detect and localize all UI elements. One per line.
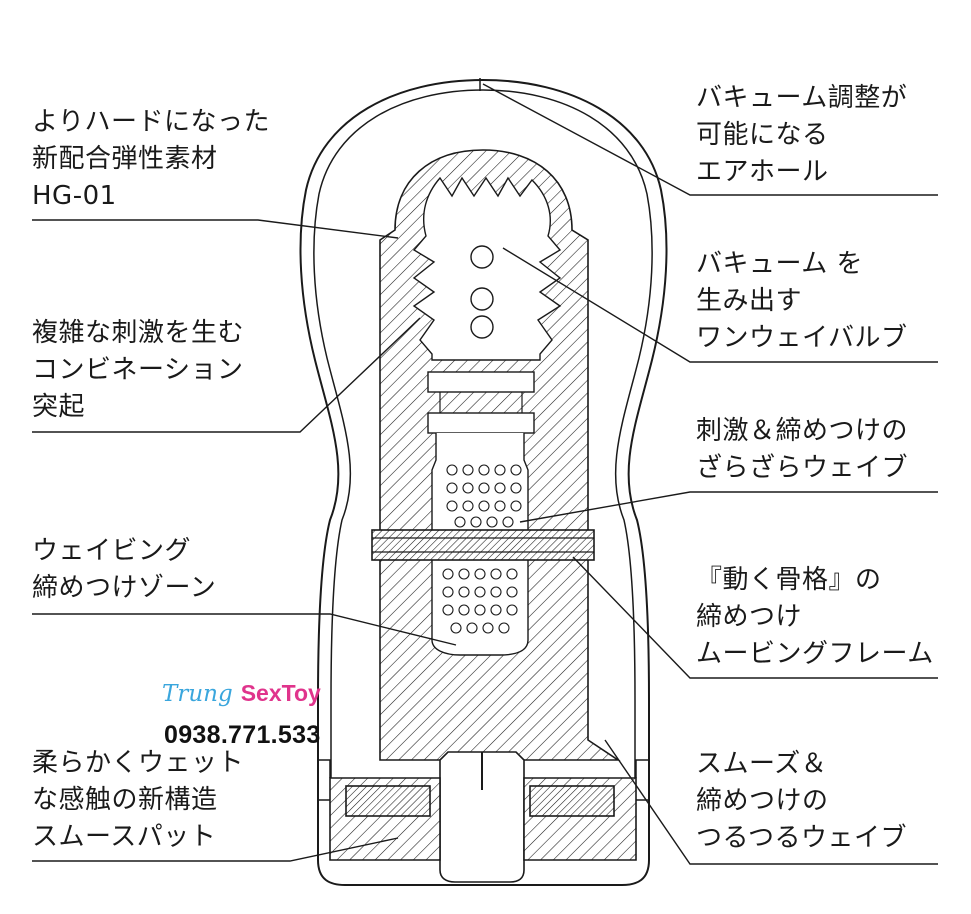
label-line: 『動く骨格』の xyxy=(696,565,882,595)
watermark-brand-text: SexToy xyxy=(240,680,321,706)
label-line: バキューム を xyxy=(696,249,863,279)
label-line: 複雑な刺激を生む xyxy=(32,318,245,348)
watermark-script-text: Trung xyxy=(162,681,233,707)
moving-frame-band xyxy=(371,529,595,561)
label-line: ムービングフレーム xyxy=(696,639,934,669)
label-line: バキューム調整が xyxy=(696,83,908,113)
label-line: 可能になる xyxy=(696,120,829,150)
label-line: ウェイビング xyxy=(32,536,192,566)
smooth-pad-left xyxy=(345,785,431,817)
smooth-pad-right xyxy=(529,785,615,817)
label-waving-zone: ウェイビング 締めつけゾーン xyxy=(32,533,216,607)
label-line: な感触の新構造 xyxy=(32,785,218,815)
label-hg01-material: よりハードになった 新配合弾性素材 HG-01 xyxy=(32,104,270,215)
inner-canal xyxy=(412,176,562,361)
label-line: よりハードになった xyxy=(32,107,270,137)
label-line: つるつるウェイブ xyxy=(696,823,907,853)
label-line: 締めつけ xyxy=(696,602,803,632)
label-line: 新配合弾性素材 xyxy=(32,144,218,174)
label-line: コンビネーション xyxy=(32,355,244,385)
label-one-way-valve: バキューム を 生み出す ワンウェイバルブ xyxy=(696,246,907,357)
label-line: HG-01 xyxy=(32,181,117,211)
label-moving-frame: 『動く骨格』の 締めつけ ムービングフレーム xyxy=(696,562,934,673)
label-rough-wave: 刺激＆締めつけの ざらざらウェイブ xyxy=(696,413,908,487)
watermark-phone: 0938.771.533 xyxy=(164,721,321,749)
label-line: 締めつけの xyxy=(696,786,829,816)
inner-shell xyxy=(313,89,484,855)
bottom-opening xyxy=(439,751,525,883)
watermark-brand: Trung SexToy xyxy=(162,680,321,707)
label-line: 締めつけゾーン xyxy=(32,573,217,603)
label-line: 刺激＆締めつけの xyxy=(696,416,909,446)
label-smooth-pad: 柔らかくウェット な感触の新構造 スムースパット xyxy=(32,745,244,856)
label-line: エアホール xyxy=(696,157,829,187)
label-line: ざらざらウェイブ xyxy=(696,453,909,483)
label-line: ワンウェイバルブ xyxy=(696,323,908,353)
leader-lines-left xyxy=(32,219,457,862)
label-air-hole: バキューム調整が 可能になる エアホール xyxy=(696,80,907,191)
leader-lines-right xyxy=(482,83,938,865)
outer-shell xyxy=(299,78,668,886)
label-line: スムーズ＆ xyxy=(696,749,828,779)
label-line: スムースパット xyxy=(32,822,217,852)
label-line: 突起 xyxy=(32,392,86,422)
label-smooth-wave: スムーズ＆ 締めつけの つるつるウェイブ xyxy=(696,746,907,857)
wave-bumps-upper xyxy=(446,464,522,528)
label-combination-bumps: 複雑な刺激を生む コンビネーション 突起 xyxy=(32,315,244,426)
wave-bumps-lower xyxy=(442,568,518,634)
label-line: 生み出す xyxy=(696,286,803,316)
label-line: 柔らかくウェット xyxy=(32,748,245,778)
